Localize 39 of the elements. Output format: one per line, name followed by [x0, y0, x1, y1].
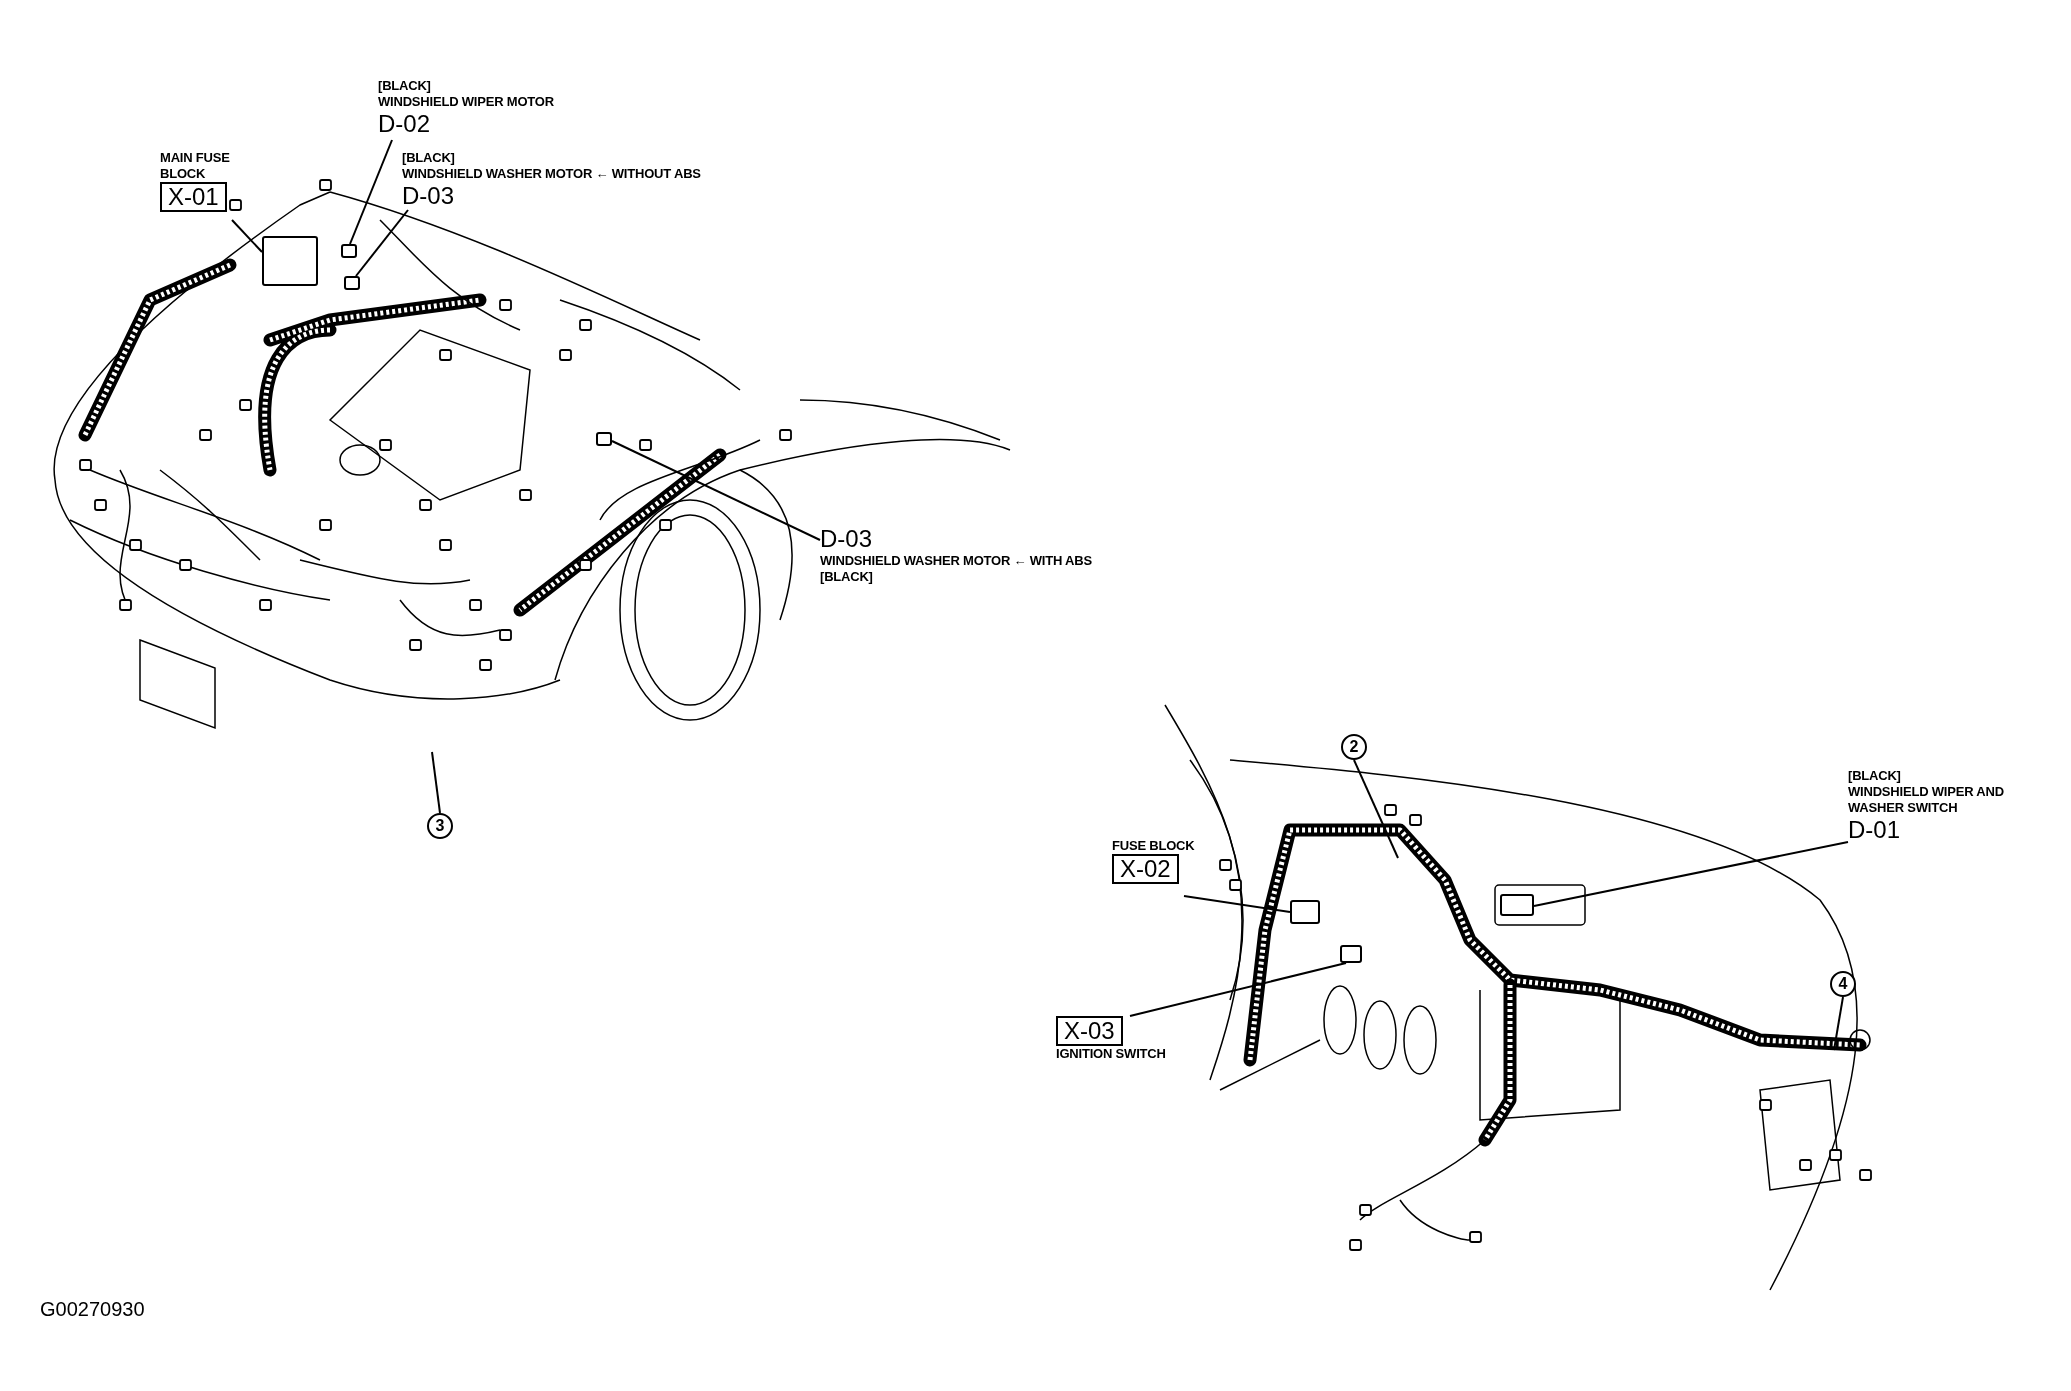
wiring-connector [344, 276, 360, 290]
component-name: WINDSHIELD WIPER AND WASHER SWITCH [1848, 784, 2005, 816]
fuse-block [262, 236, 318, 286]
callout-number: 2 [1341, 734, 1367, 760]
component-name: WINDSHIELD WASHER MOTOR ← WITH ABS [820, 553, 1093, 569]
wire-color-note: [BLACK] [820, 569, 874, 585]
leader-line [1833, 996, 1844, 1051]
leader-line [1183, 895, 1291, 913]
leader-line [431, 751, 441, 814]
connector-code: D-03 [820, 525, 874, 553]
wire-color-note: [BLACK] [378, 78, 432, 94]
connector-code: D-03 [402, 182, 456, 210]
connector-code: X-03 [1056, 1016, 1123, 1046]
leader-line [349, 139, 393, 245]
wire-color-note: [BLACK] [1848, 768, 1902, 784]
leader-line [231, 219, 263, 253]
wiring-connector [341, 244, 357, 258]
component-name: MAIN FUSE BLOCK [160, 150, 231, 182]
callout-number: 3 [427, 813, 453, 839]
connector-code: X-02 [1112, 854, 1179, 884]
leader-line [355, 209, 409, 277]
wire-color-note: [BLACK] [402, 150, 456, 166]
leader-line [1353, 759, 1399, 859]
leader-line [1533, 841, 1849, 907]
component-name: IGNITION SWITCH [1056, 1046, 1167, 1062]
component-name: WINDSHIELD WIPER MOTOR [378, 94, 555, 110]
ignition-switch-connector [1340, 945, 1362, 963]
wiring-connector [596, 432, 612, 446]
figure-code: G00270930 [40, 1298, 145, 1321]
connector-code: D-01 [1848, 816, 1902, 844]
connector-code: X-01 [160, 182, 227, 212]
fuse-block [1290, 900, 1320, 924]
callout-number: 4 [1830, 971, 1856, 997]
component-name: FUSE BLOCK [1112, 838, 1196, 854]
leader-line [611, 440, 821, 541]
leader-line [1129, 962, 1347, 1017]
component-name: WINDSHIELD WASHER MOTOR ← WITHOUT ABS [402, 166, 702, 182]
connector-code: D-02 [378, 110, 432, 138]
switch-connector [1500, 894, 1534, 916]
